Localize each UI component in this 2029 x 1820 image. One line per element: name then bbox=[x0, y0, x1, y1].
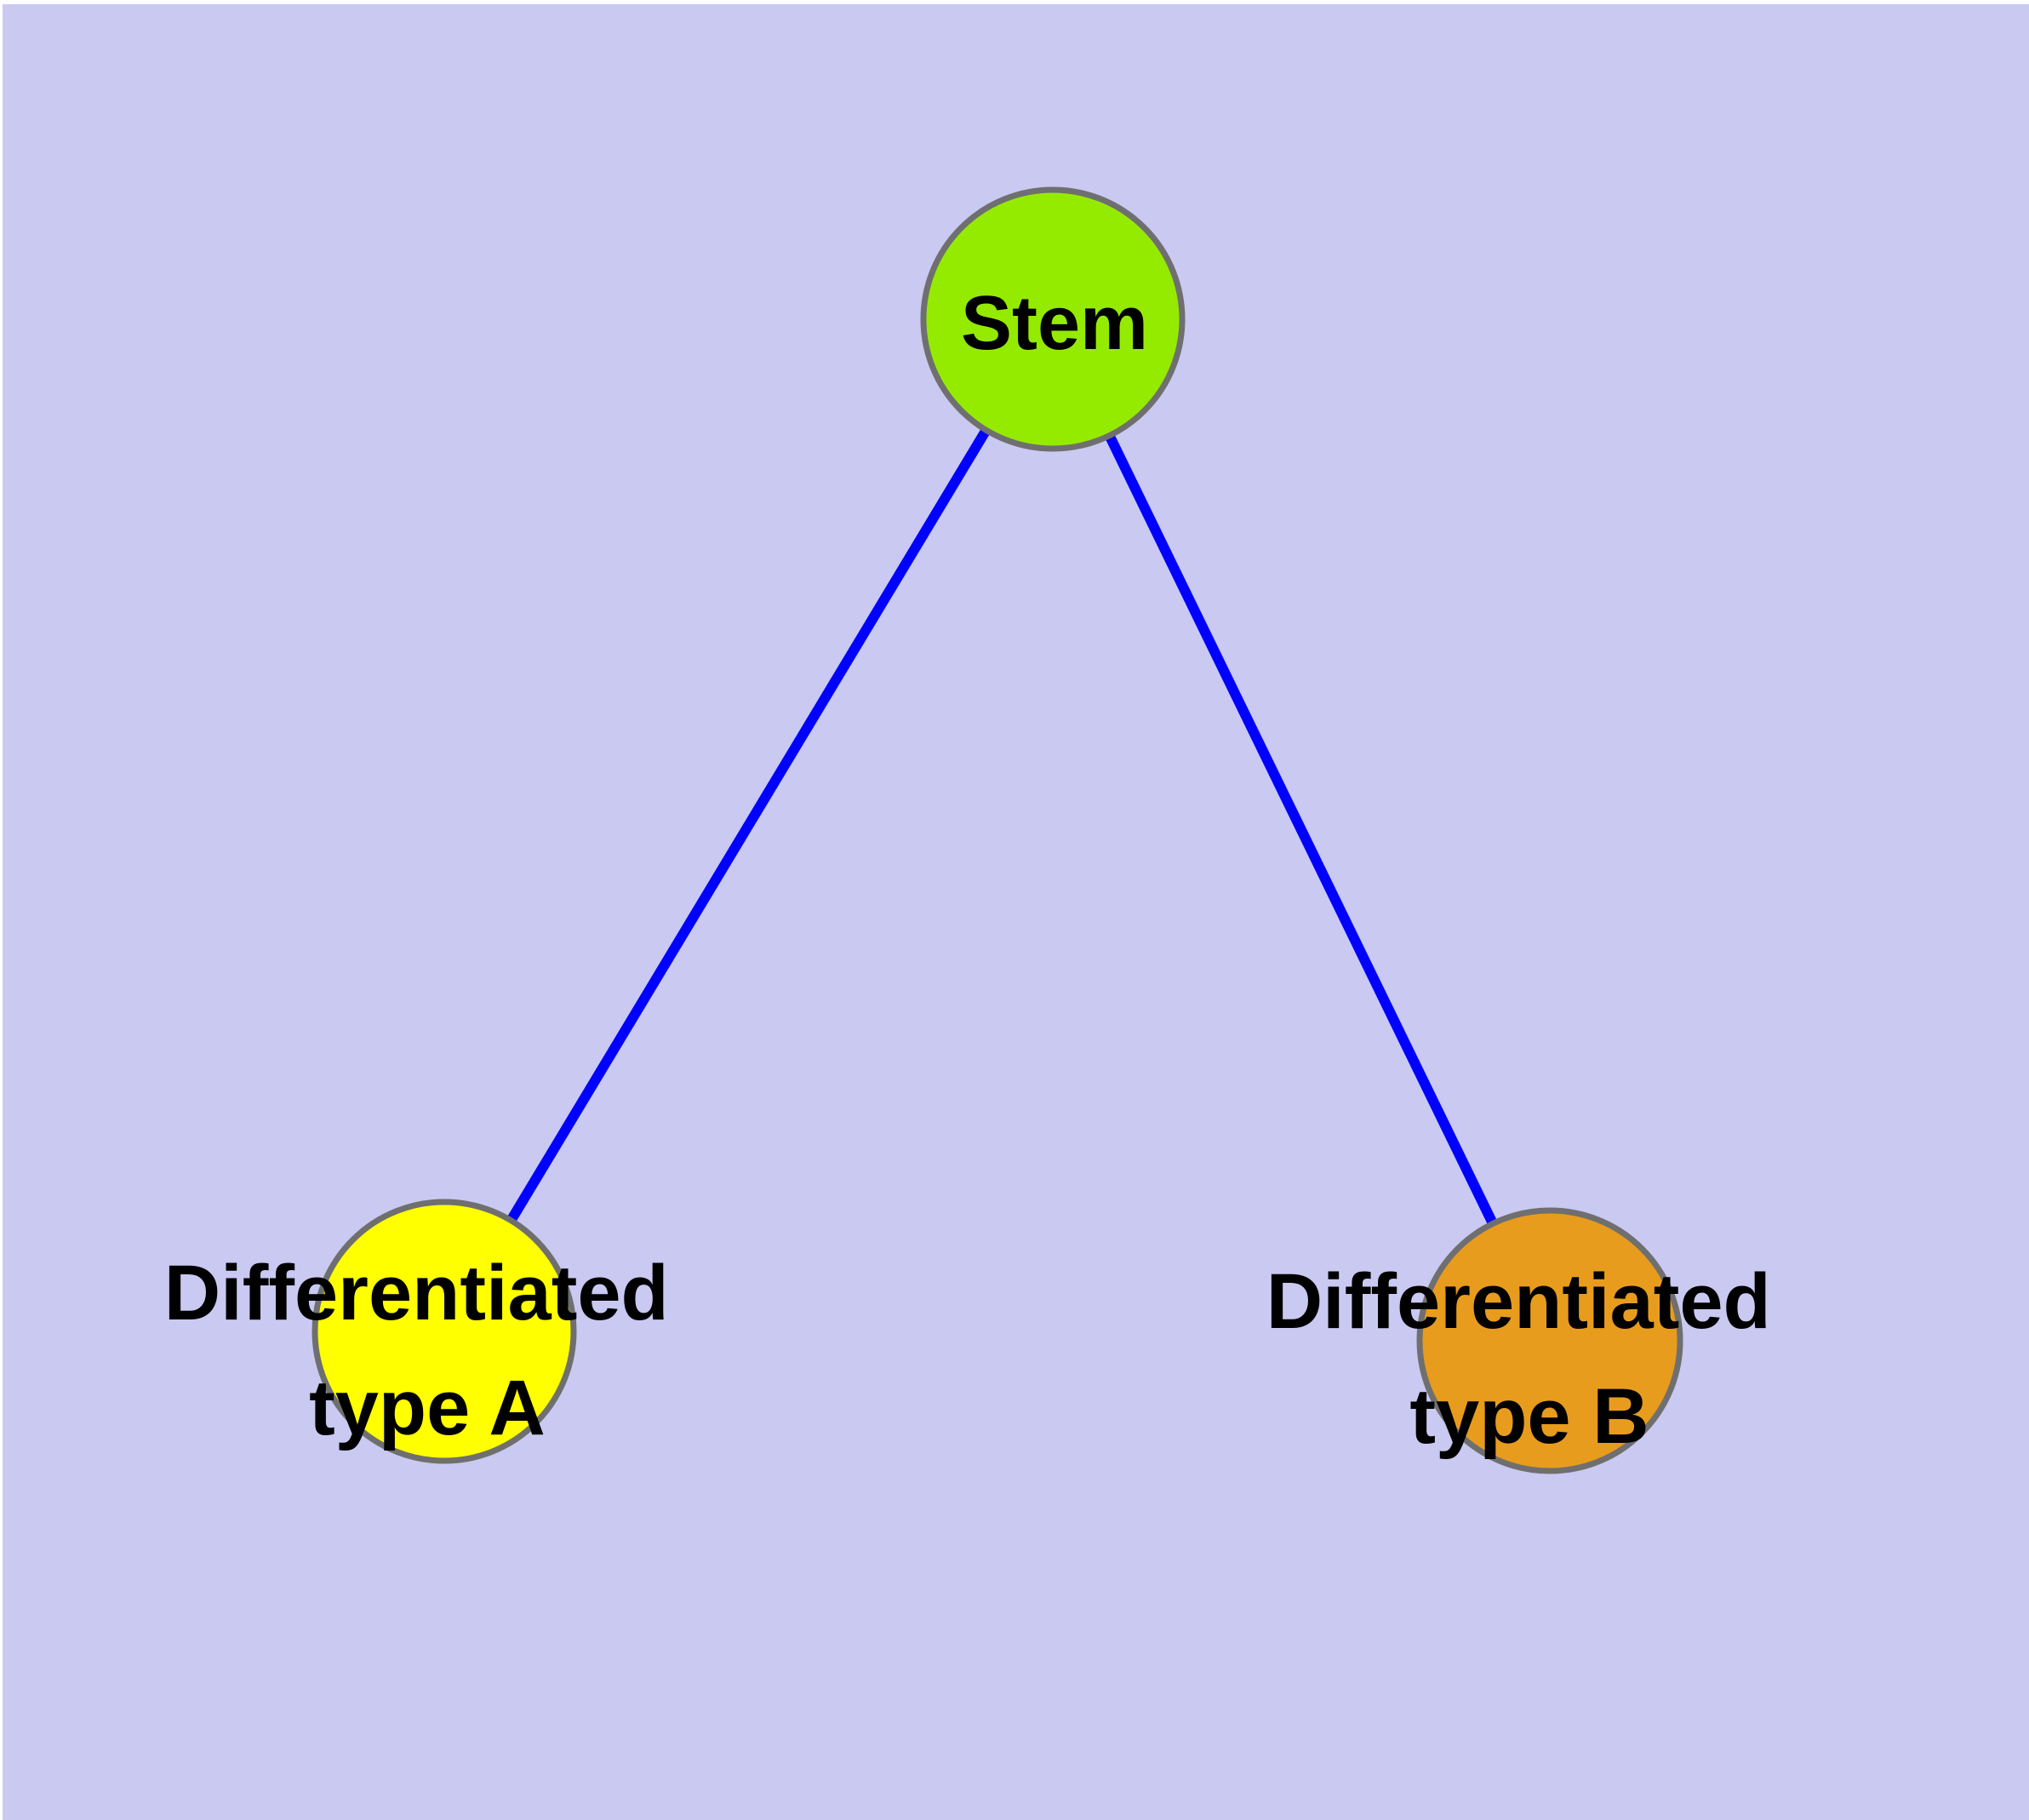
differentiated-type-a-label: Differentiated type A bbox=[164, 1250, 691, 1451]
node-differentiated-type-b bbox=[1416, 1207, 1683, 1474]
node-labels: Stem Differentiated type A Differentiate… bbox=[164, 281, 1793, 1460]
differentiated-type-b-label-line2: type B bbox=[1409, 1373, 1649, 1460]
node-differentiated-type-a bbox=[311, 1199, 577, 1464]
stem-label: Stem bbox=[961, 281, 1148, 366]
edges bbox=[439, 316, 1555, 1343]
differentiated-type-a-label-line2: type A bbox=[309, 1365, 546, 1451]
node-stem bbox=[920, 186, 1186, 452]
differentiated-type-b-label-line1: Differentiated bbox=[1266, 1258, 1771, 1345]
differentiated-type-b-label: Differentiated type B bbox=[1266, 1258, 1793, 1460]
edge-stem-to-type-b bbox=[1048, 317, 1555, 1343]
edge-stem-to-type-a bbox=[439, 316, 1058, 1335]
nodes bbox=[311, 186, 1683, 1474]
differentiated-type-a-label-line1: Differentiated bbox=[164, 1250, 669, 1336]
